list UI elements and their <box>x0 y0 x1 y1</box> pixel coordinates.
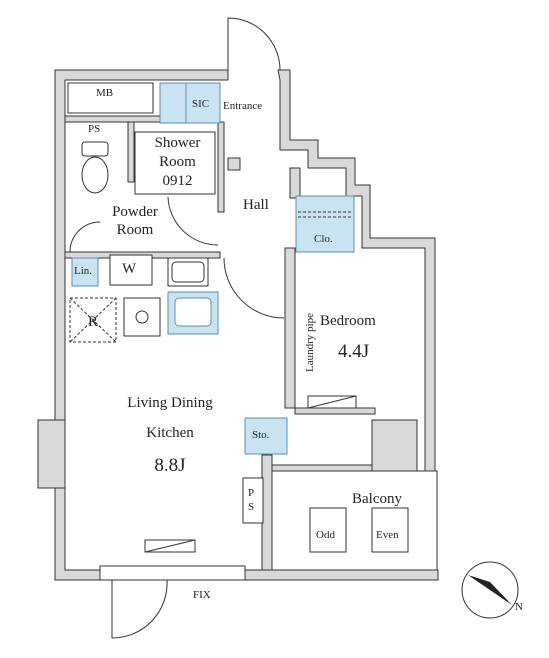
mb-label: MB <box>96 87 114 99</box>
sto-label: Sto. <box>252 429 270 441</box>
washer-label: W <box>122 261 137 277</box>
compass-letter: N <box>515 601 523 613</box>
odd-label: Odd <box>316 529 335 541</box>
closet-box <box>295 195 355 253</box>
bedroom-size: 4.4J <box>338 341 370 362</box>
shower-room-box <box>134 131 216 195</box>
sic-closet <box>159 82 221 124</box>
ps-mid-line2: S <box>248 501 255 513</box>
shower-room-line2: Room <box>159 154 196 170</box>
linen-box <box>71 257 99 287</box>
ps-mid-box <box>242 477 264 524</box>
lin-label: Lin. <box>74 265 93 277</box>
ldk-size: 8.8J <box>154 455 186 476</box>
bottom-door <box>111 579 168 639</box>
shower-room-line1: Shower <box>154 135 201 151</box>
powder-door <box>69 221 101 253</box>
shower-door <box>167 196 219 246</box>
balcony-label: Balcony <box>352 491 402 507</box>
entrance-door <box>227 17 281 71</box>
powder-room-line2: Room <box>116 222 154 238</box>
hall-label: Hall <box>243 197 269 213</box>
balcony-area <box>271 470 438 571</box>
clo-label: Clo. <box>314 233 333 245</box>
stove-box <box>123 297 161 337</box>
fix-label: FIX <box>193 589 211 601</box>
mb-box <box>67 82 154 114</box>
ps-mid-line1: P <box>248 487 255 499</box>
sic-label: SIC <box>192 98 210 110</box>
ldk-line2: Kitchen <box>146 425 194 441</box>
ldk-line1: Living Dining <box>127 395 213 411</box>
laundry-pipe-label: Laundry pipe <box>304 313 316 372</box>
toilet-fixture <box>81 141 109 194</box>
bedroom-label: Bedroom <box>320 313 376 329</box>
entrance-label: Entrance <box>223 100 263 112</box>
shower-room-line3: 0912 <box>162 173 193 189</box>
ps-top-label: PS <box>88 123 101 135</box>
interior-walls <box>64 115 376 571</box>
hall-door <box>223 257 285 319</box>
compass-icon <box>461 561 519 619</box>
powder-room-line1: Powder <box>112 204 158 220</box>
fix-window <box>99 565 246 581</box>
storage-box <box>244 417 288 455</box>
fridge-label: R <box>88 314 99 330</box>
washer-box <box>109 254 153 286</box>
even-label: Even <box>376 529 399 541</box>
